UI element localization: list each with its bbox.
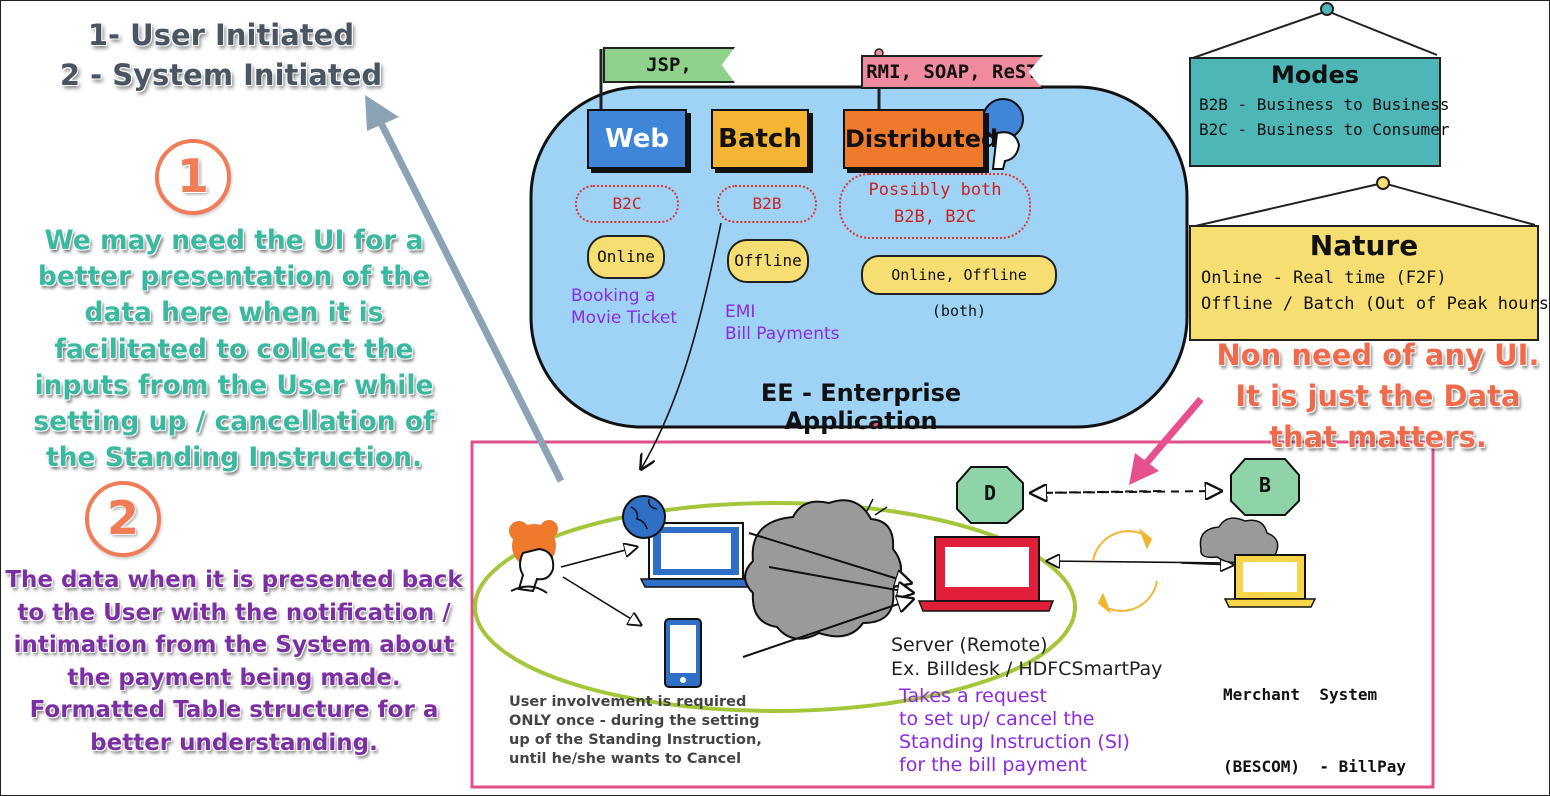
user-line-1: User involvement is required: [509, 694, 747, 710]
web-example: Booking a Movie Ticket: [571, 285, 721, 329]
marker-two: 2: [85, 481, 161, 557]
request-line-3: Standing Instruction (SI): [899, 731, 1130, 753]
flow-frame: [470, 440, 1435, 789]
enterprise-caption: EE - Enterprise Application: [760, 379, 962, 435]
note-ui-output: The data when it is presented back to th…: [5, 567, 463, 756]
server-laptop-icon: [917, 536, 1055, 612]
batch-example-line-1: EMI: [725, 302, 756, 322]
sync-icon: [1092, 527, 1158, 615]
internet-cloud-icon: [744, 498, 902, 640]
request-note: Takes a request to set up/ cancel the St…: [899, 685, 1159, 777]
modes-line-2: B2C - Business to Consumer: [1199, 120, 1450, 139]
batch-type-pill: B2B: [717, 185, 817, 223]
db-merchant-label: B: [1258, 473, 1272, 497]
user-ellipse: [473, 501, 1077, 713]
distributed-box: Distributed: [843, 109, 998, 169]
db-server-label: D: [983, 481, 997, 505]
batch-box: Batch: [711, 109, 809, 169]
arrow-to-title: [375, 117, 565, 483]
request-line-4: for the bill payment: [899, 754, 1087, 776]
modes-line-1: B2B - Business to Business: [1199, 95, 1450, 114]
server-line-2: Ex. Billdesk / HDFCSmartPay: [891, 658, 1163, 680]
modes-title: Modes: [1270, 61, 1360, 89]
user-line-4: until he/she wants to Cancel: [509, 751, 742, 767]
user-involvement-note: User involvement is required ONLY once -…: [509, 693, 779, 769]
server-line-1: Server (Remote): [891, 634, 1048, 656]
web-example-line-2: Movie Ticket: [571, 308, 678, 328]
request-line-1: Takes a request: [899, 685, 1047, 707]
user-line-3: up of the Standing Instruction,: [509, 732, 762, 748]
distributed-mode-badge: Online, Offline (both): [861, 255, 1057, 320]
arrow-from-note3: [1140, 396, 1204, 470]
marker-one: 1: [155, 139, 231, 215]
modes-sign: Modes B2B - Business to Business B2C - B…: [1189, 57, 1450, 167]
merchant-label: Merchant System (BESCOM) - BillPay: [1223, 635, 1433, 795]
web-box: Web: [587, 109, 687, 169]
title-line-1: 1- User Initiated: [87, 18, 355, 52]
db-octagon-merchant: [1230, 458, 1300, 516]
request-line-2: to set up/ cancel the: [899, 708, 1095, 730]
laptop-globe-icon: [622, 495, 755, 588]
web-mode-badge: Online: [587, 235, 665, 279]
page-title: 1- User Initiated 2 - System Initiated: [41, 15, 401, 95]
merchant-laptop-icon: [1199, 517, 1317, 608]
note-no-ui: Non need of any UI. It is just the Data …: [1216, 338, 1540, 454]
server-label: Server (Remote) Ex. Billdesk / HDFCSmart…: [891, 633, 1201, 681]
distributed-type-line-1: Possibly both: [868, 180, 1002, 200]
batch-example: EMI Bill Payments: [725, 301, 875, 345]
batch-example-line-2: Bill Payments: [725, 324, 840, 344]
nature-title: Nature: [1309, 229, 1419, 262]
web-type-pill: B2C: [575, 185, 679, 223]
nature-sign: Nature Online - Real time (F2F) Offline …: [1189, 225, 1550, 341]
nature-line-2: Offline / Batch (Out of Peak hours): [1201, 294, 1550, 314]
user-line-2: ONLY once - during the setting: [509, 713, 760, 729]
nature-line-1: Online - Real time (F2F): [1201, 268, 1447, 288]
note-ui-input: We may need the UI for a better presenta…: [33, 225, 435, 474]
merchant-line-1: Merchant System: [1223, 685, 1378, 704]
flag-web-tech: JSP, Servlets: [603, 47, 735, 83]
distributed-type-line-2: B2B, B2C: [894, 207, 976, 227]
distributed-type-pill: Possibly both B2B, B2C: [839, 173, 1031, 239]
batch-mode-badge: Offline: [727, 239, 809, 283]
flag-distributed-tech: RMI, SOAP, ReST: [861, 55, 1043, 89]
db-octagon-server: [956, 466, 1024, 524]
user-avatar-icon: [509, 520, 558, 594]
merchant-line-2: (BESCOM) - BillPay: [1223, 757, 1407, 776]
distributed-person-icon: [982, 98, 1024, 170]
title-line-2: 2 - System Initiated: [59, 58, 383, 92]
mobile-phone-icon: [664, 618, 702, 688]
enterprise-area: [529, 85, 1189, 429]
web-example-line-1: Booking a: [571, 286, 656, 306]
